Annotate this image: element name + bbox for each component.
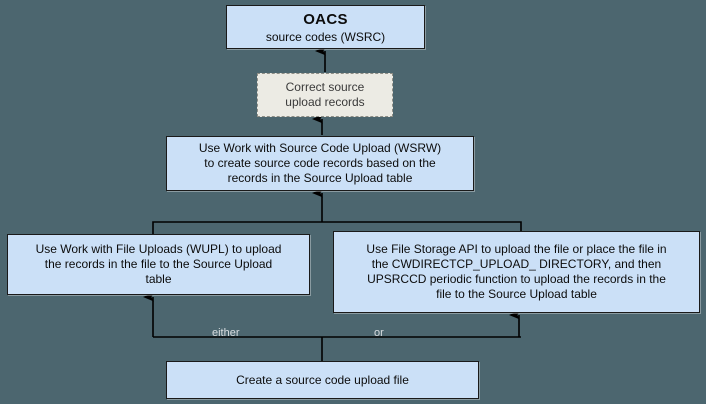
node-correct-line-1: Correct source <box>285 80 365 94</box>
node-api-line-3: UPSRCCD periodic function to upload the … <box>367 272 666 286</box>
node-oacs[interactable]: OACS source codes (WSRC) <box>226 5 425 49</box>
node-wupl-line-3: table <box>145 272 172 286</box>
node-api-line-2: the CWDIRECTCP_UPLOAD_ DIRECTORY, and th… <box>371 257 662 271</box>
node-correct-source-upload-records[interactable]: Correct source upload records <box>257 73 393 117</box>
node-create-source-code-upload-file[interactable]: Create a source code upload file <box>166 361 479 399</box>
node-wupl-line-1: Use Work with File Uploads (WUPL) to upl… <box>35 242 282 256</box>
node-file-storage-api-upload[interactable]: Use File Storage API to upload the file … <box>333 231 700 313</box>
node-api-line-4: file to the Source Upload table <box>436 287 597 301</box>
node-wupl-line-2: the records in the file to the Source Up… <box>44 257 273 271</box>
node-oacs-title: OACS <box>303 10 348 28</box>
node-oacs-subtitle: source codes (WSRC) <box>265 29 386 44</box>
node-wsrw-line-1: Use Work with Source Code Upload (WSRW) <box>198 141 442 155</box>
node-wupl-work-with-file-uploads[interactable]: Use Work with File Uploads (WUPL) to upl… <box>7 234 310 295</box>
node-wsrw-line-2: to create source code records based on t… <box>204 156 436 170</box>
edge-label-either: either <box>212 327 240 339</box>
node-wsrw-line-3: records in the Source Upload table <box>227 171 413 185</box>
node-api-line-1: Use File Storage API to upload the file … <box>366 242 667 256</box>
node-correct-line-2: upload records <box>285 95 365 109</box>
edge-label-or: or <box>374 327 384 339</box>
node-create-label: Create a source code upload file <box>236 372 409 387</box>
node-wsrw-create-source-code-records[interactable]: Use Work with Source Code Upload (WSRW) … <box>166 136 474 191</box>
